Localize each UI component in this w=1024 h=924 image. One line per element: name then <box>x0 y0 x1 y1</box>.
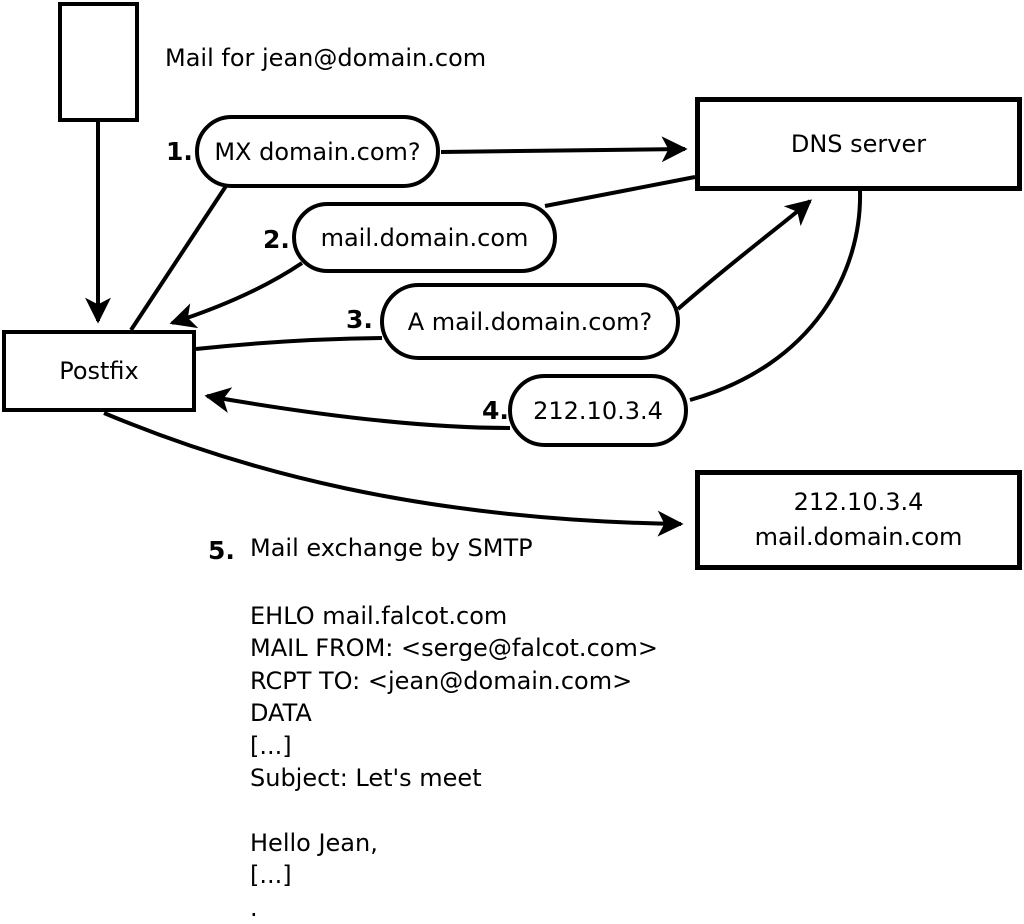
arrow-query-mx-to-dns <box>440 136 688 163</box>
smtp-line: Subject: Let's meet <box>250 763 482 792</box>
smtp-line <box>250 794 658 826</box>
step-3-number: 3. <box>346 305 373 334</box>
query-mx-pill: MX domain.com? <box>195 115 440 188</box>
mail-message-node <box>58 2 139 122</box>
postfix-node: Postfix <box>2 330 196 412</box>
arrow-response-a-to-postfix <box>204 387 511 430</box>
response-a-pill: 212.10.3.4 <box>508 374 688 447</box>
step-4-number: 4. <box>482 396 509 425</box>
mail-server-node: 212.10.3.4 mail.domain.com <box>695 470 1022 570</box>
step-5-number: 5. <box>208 536 235 565</box>
line-dns-to-response-a <box>689 190 863 402</box>
step-1-number: 1. <box>166 137 193 166</box>
diagram-title: Mail for jean@domain.com <box>165 44 487 72</box>
mail-server-ip: 212.10.3.4 <box>793 488 924 516</box>
mail-server-hostname: mail.domain.com <box>754 523 963 551</box>
dns-server-node: DNS server <box>695 97 1022 191</box>
arrow-postfix-to-mail-server <box>103 411 684 537</box>
line-postfix-to-query-a <box>195 336 383 351</box>
smtp-line: [...] <box>250 731 292 760</box>
smtp-line: DATA <box>250 699 312 728</box>
smtp-line: . <box>250 893 258 922</box>
step-5-label: Mail exchange by SMTP <box>250 534 533 562</box>
smtp-line: EHLO mail.falcot.com <box>250 602 508 630</box>
smtp-transcript: EHLO mail.falcot.com MAIL FROM: <serge@f… <box>250 600 658 924</box>
arrow-response-mx-to-postfix <box>169 261 304 329</box>
smtp-line: RCPT TO: <jean@domain.com> <box>250 666 633 695</box>
line-dns-to-response-mx <box>544 175 696 208</box>
line-postfix-to-query-mx <box>129 184 228 332</box>
query-a-pill: A mail.domain.com? <box>380 283 680 360</box>
smtp-line: Hello Jean, <box>250 828 378 857</box>
smtp-line: [...] <box>250 861 292 890</box>
step-2-number: 2. <box>263 225 290 254</box>
smtp-line: MAIL FROM: <serge@falcot.com> <box>250 634 658 663</box>
arrow-query-a-to-dns <box>676 199 812 311</box>
response-mx-pill: mail.domain.com <box>292 202 557 273</box>
